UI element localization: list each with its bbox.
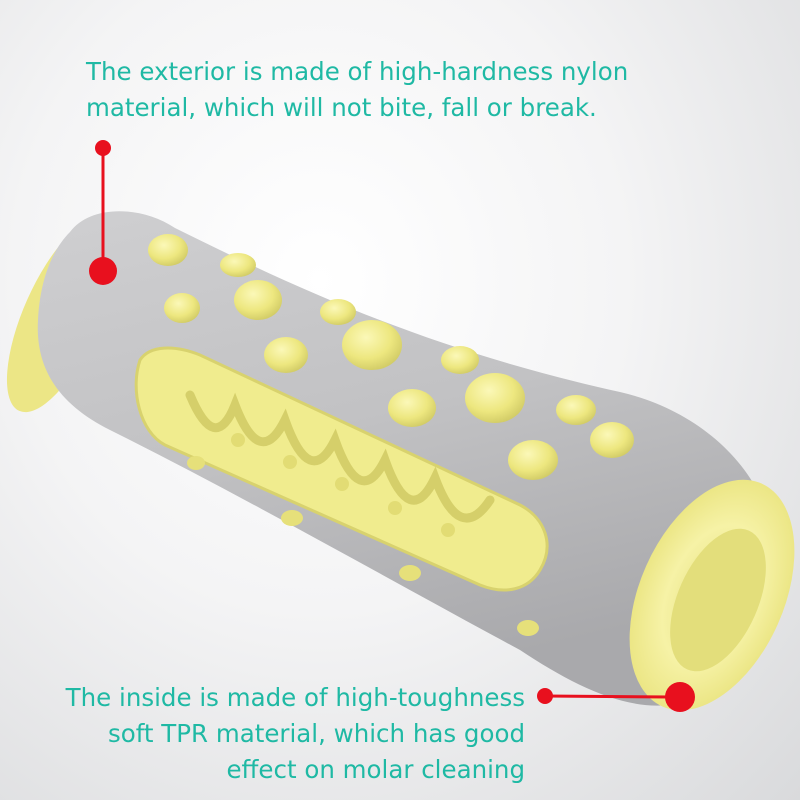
- inside-caption-line: soft TPR material, which has good: [107, 719, 525, 748]
- toy-inner-window: [134, 346, 549, 592]
- exterior-caption-line: material, which will not bite, fall or b…: [86, 93, 597, 122]
- exterior-callout-marker: [89, 140, 117, 285]
- inside-caption-line: effect on molar cleaning: [226, 755, 525, 784]
- inside-material-caption: The inside is made of high-toughness sof…: [20, 680, 525, 788]
- exterior-material-caption: The exterior is made of high-hardness ny…: [86, 54, 786, 126]
- toy-nubs: [148, 234, 634, 636]
- inside-callout-marker: [537, 682, 695, 712]
- toy-front-cap: [629, 479, 795, 711]
- exterior-caption-line: The exterior is made of high-hardness ny…: [86, 57, 629, 86]
- inside-caption-line: The inside is made of high-toughness: [65, 683, 525, 712]
